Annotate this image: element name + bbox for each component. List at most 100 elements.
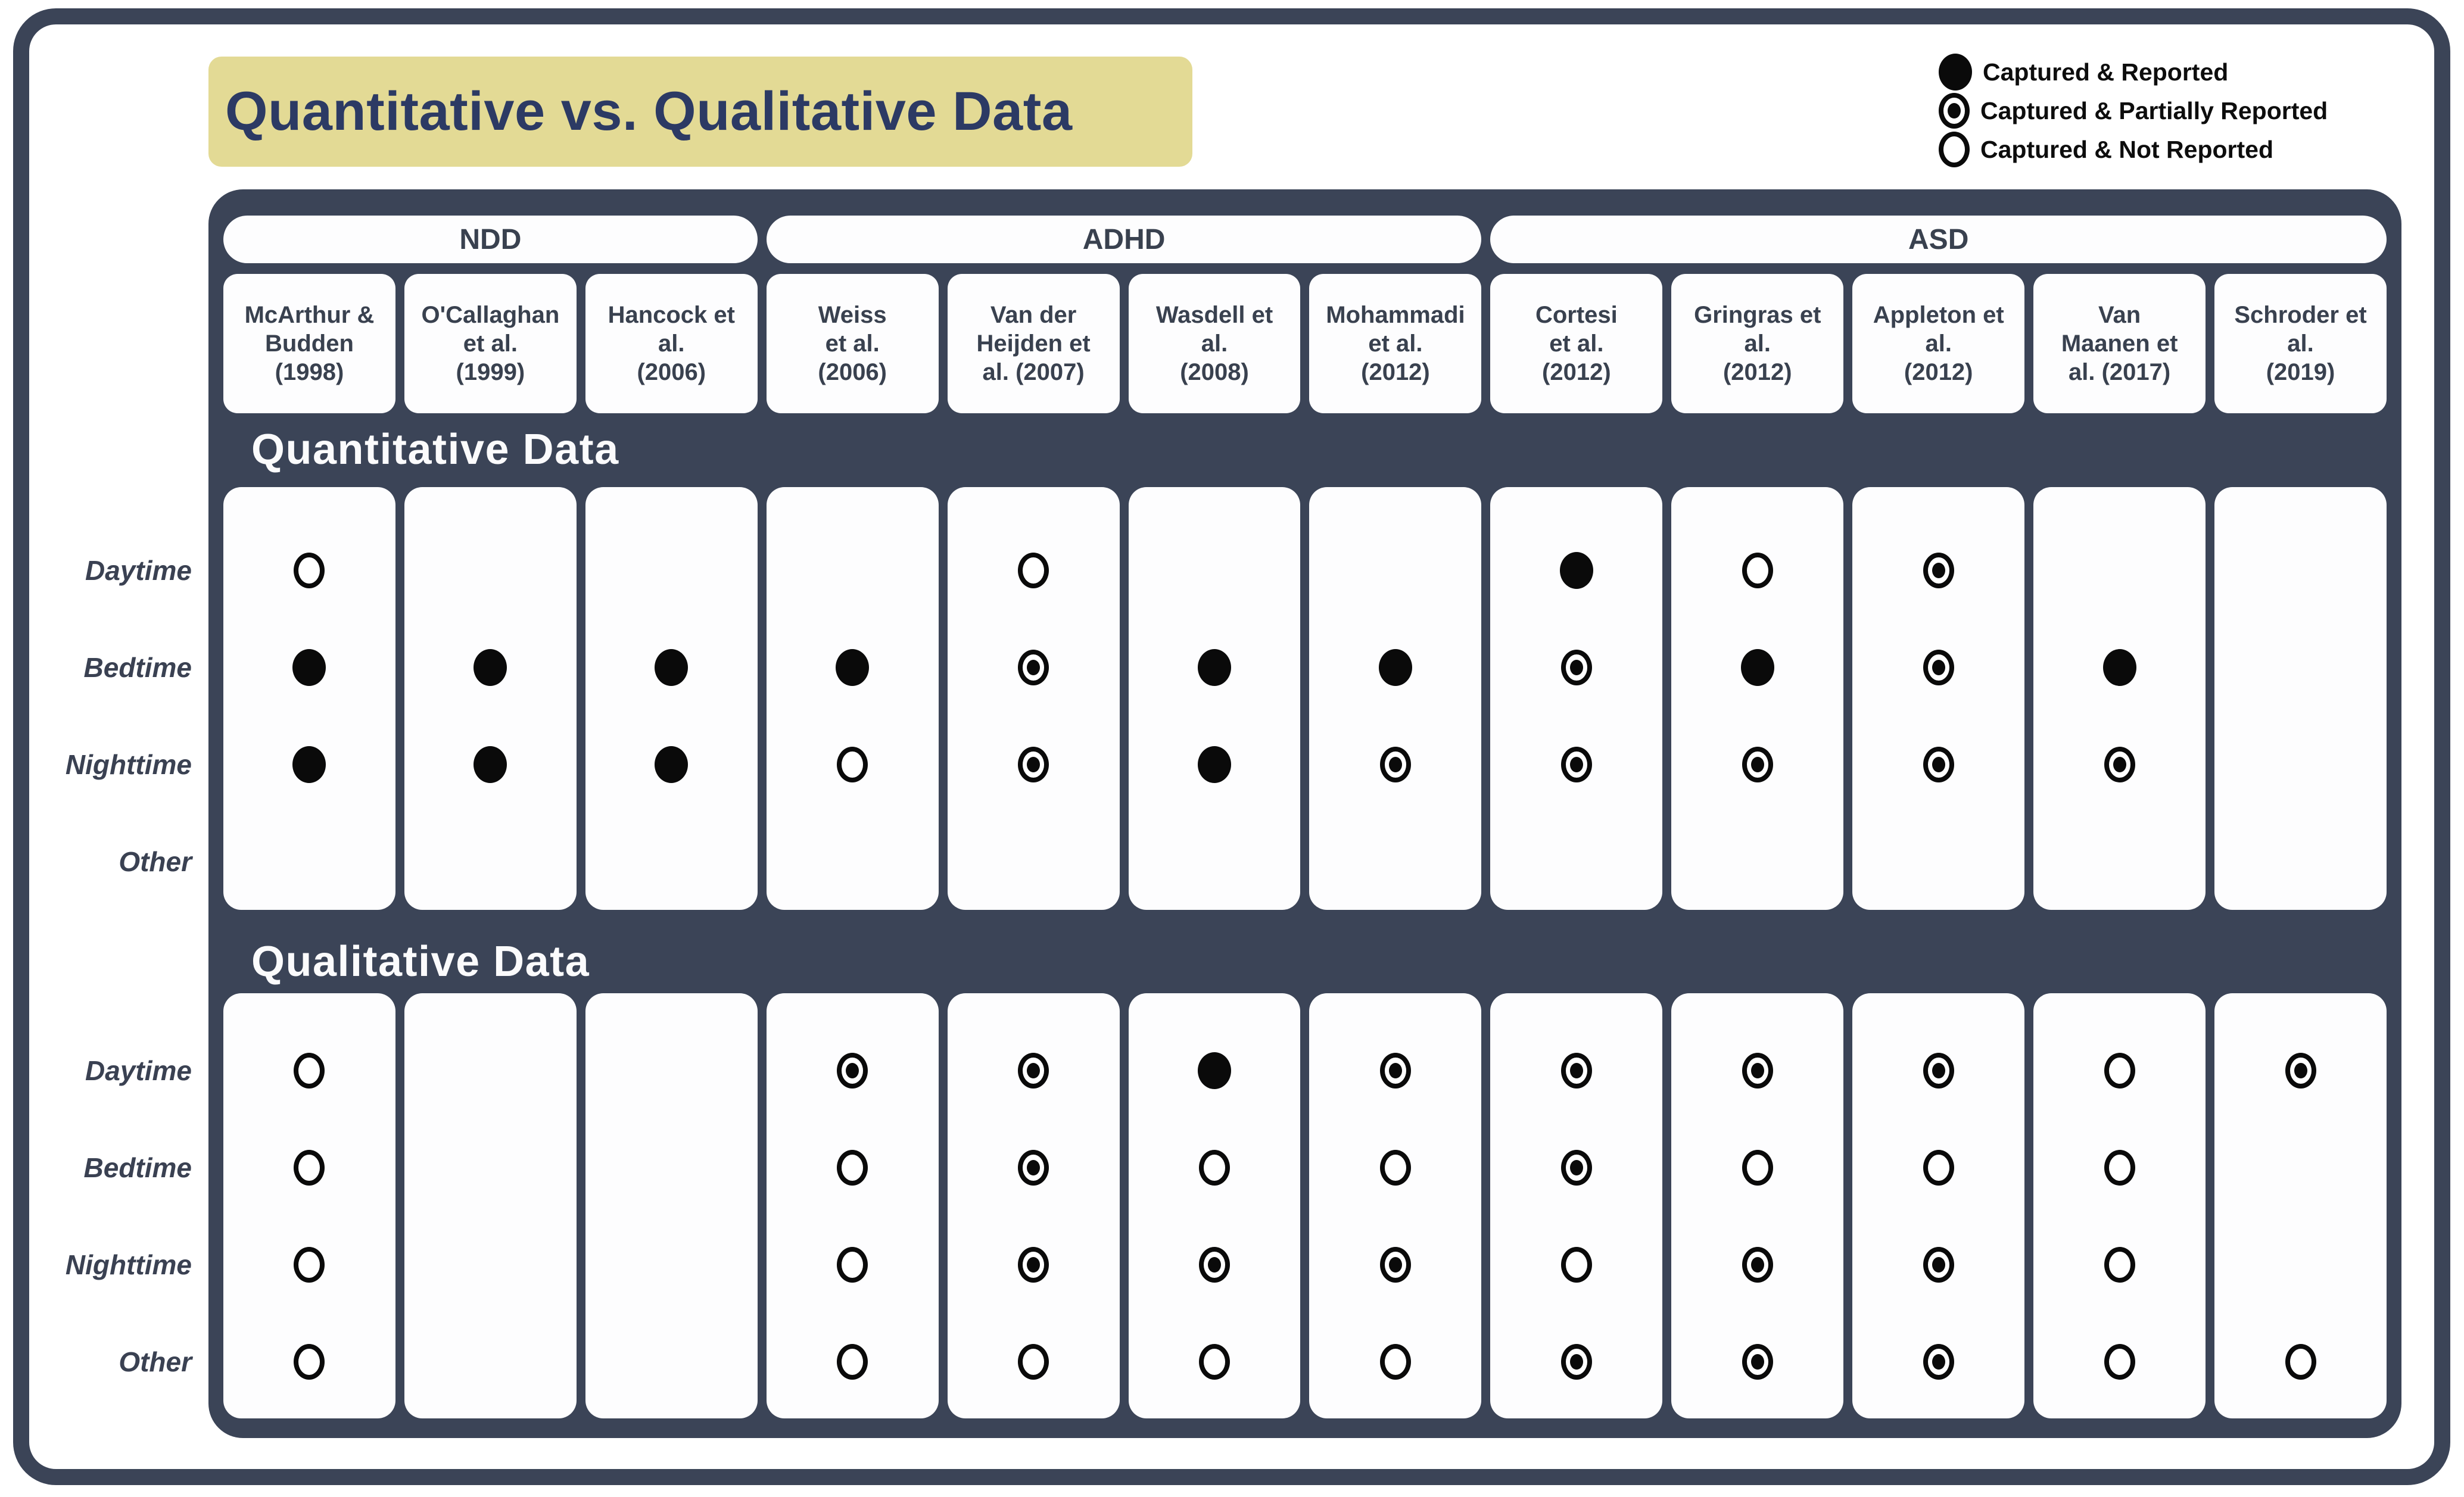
dot-slot [404, 1119, 577, 1216]
captured-partially-reported-dot [1742, 1052, 1773, 1089]
captured-not-reported-dot [2104, 1149, 2135, 1186]
dot-core [1932, 1353, 1945, 1370]
dot-slot [1852, 813, 2024, 910]
dot-slot [404, 1313, 577, 1410]
captured-partially-reported-dot [1018, 1149, 1049, 1186]
dot-slot [1490, 1119, 1662, 1216]
captured-reported-dot [655, 746, 689, 783]
dot-slot [1852, 1119, 2024, 1216]
captured-not-reported-dot [1199, 1343, 1231, 1380]
captured-partially-reported-dot [1560, 746, 1592, 782]
legend-label: Captured & Partially Reported [1980, 96, 2328, 124]
captured-not-reported-dot [837, 1343, 868, 1380]
dot-core [1948, 103, 1961, 118]
dot-slot [404, 619, 577, 716]
captured-partially-reported-dot [1560, 1343, 1592, 1380]
dot-slot [404, 522, 577, 619]
dot-core [1388, 1256, 1402, 1273]
row-label: Daytime [85, 1055, 192, 1086]
dot-slot [585, 619, 758, 716]
dot-core [1027, 1256, 1041, 1273]
matrix-cell [2033, 993, 2206, 1418]
dot-slot [2214, 716, 2387, 813]
study-header: Schroder et al. (2019) [2214, 274, 2387, 413]
dot-slot [223, 1119, 395, 1216]
quantitative-cells [223, 487, 2387, 910]
captured-not-reported-dot [294, 1343, 325, 1380]
row-label: Bedtime [83, 651, 192, 683]
dot-slot [948, 619, 1120, 716]
dot-slot [2033, 1119, 2206, 1216]
matrix-cell [2214, 993, 2387, 1418]
dot-slot [2214, 1216, 2387, 1313]
dot-core [1932, 659, 1945, 675]
study-header: McArthur & Budden (1998) [223, 274, 395, 413]
captured-reported-dot [836, 648, 870, 686]
dot-slot [1129, 1216, 1301, 1313]
dot-core [1569, 659, 1583, 675]
dot-slot [223, 813, 395, 910]
row-label-slot: Other [0, 1313, 192, 1410]
captured-not-reported-dot [837, 1246, 868, 1283]
dot-slot [1129, 1022, 1301, 1119]
captured-partially-reported-dot [1560, 1052, 1592, 1089]
dot-slot [1309, 522, 1481, 619]
dot-core [1932, 562, 1945, 578]
dot-slot [1129, 716, 1301, 813]
captured-not-reported-dot [2104, 1052, 2135, 1089]
captured-partially-reported-dot [1742, 1246, 1773, 1283]
dot-core [846, 1062, 859, 1078]
captured-not-reported-dot [2285, 1343, 2316, 1380]
dot-slot [1309, 813, 1481, 910]
dot-slot [1490, 1022, 1662, 1119]
outer-frame-border [13, 8, 2450, 1485]
captured-partially-reported-dot [1018, 649, 1049, 685]
dot-slot [1852, 522, 2024, 619]
captured-not-reported-dot [294, 552, 325, 588]
dot-core [1569, 1062, 1583, 1078]
dot-slot [223, 522, 395, 619]
dot-slot [1852, 1313, 2024, 1410]
dot-slot [1671, 1022, 1843, 1119]
dot-slot [223, 1022, 395, 1119]
captured-partially-reported-dot [1199, 1246, 1231, 1283]
dot-slot [1852, 1022, 2024, 1119]
dot-slot [2214, 1119, 2387, 1216]
captured-not-reported-dot [1018, 552, 1049, 588]
dot-slot [585, 716, 758, 813]
captured-reported-dot [1378, 648, 1412, 686]
captured-reported-dot [292, 648, 326, 686]
dot-slot [2214, 1022, 2387, 1119]
dot-core [2113, 756, 2126, 772]
captured-partially-reported-dot [1923, 552, 1954, 588]
dot-slot [1309, 1216, 1481, 1313]
captured-reported-dot [2102, 648, 2136, 686]
dot-slot [1490, 1313, 1662, 1410]
row-label: Daytime [85, 554, 192, 586]
matrix-cell [1671, 487, 1844, 910]
dot-slot [585, 1119, 758, 1216]
dot-slot [1671, 716, 1843, 813]
dot-slot [585, 813, 758, 910]
dot-slot [404, 813, 577, 910]
legend-item: Captured & Partially Reported [1939, 93, 2328, 129]
dot-core [1027, 1062, 1041, 1078]
dot-core [1208, 1256, 1222, 1273]
captured-partially-reported-dot [1560, 1149, 1592, 1186]
dot-slot [1490, 716, 1662, 813]
matrix-cell [766, 993, 939, 1418]
dot-core [1932, 1256, 1945, 1273]
dot-slot [767, 619, 939, 716]
captured-reported-dot [292, 746, 326, 783]
dot-slot [767, 1313, 939, 1410]
captured-not-reported-dot [1742, 552, 1773, 588]
dot-slot [948, 813, 1120, 910]
section-label-qualitative: Qualitative Data [251, 938, 590, 985]
dot-slot [767, 813, 939, 910]
captured-partially-reported-dot [1379, 746, 1411, 782]
study-header-row: McArthur & Budden (1998)O'Callaghan et a… [223, 274, 2387, 413]
row-label-slot: Bedtime [0, 1119, 192, 1216]
captured-not-reported-dot [1923, 1149, 1954, 1186]
